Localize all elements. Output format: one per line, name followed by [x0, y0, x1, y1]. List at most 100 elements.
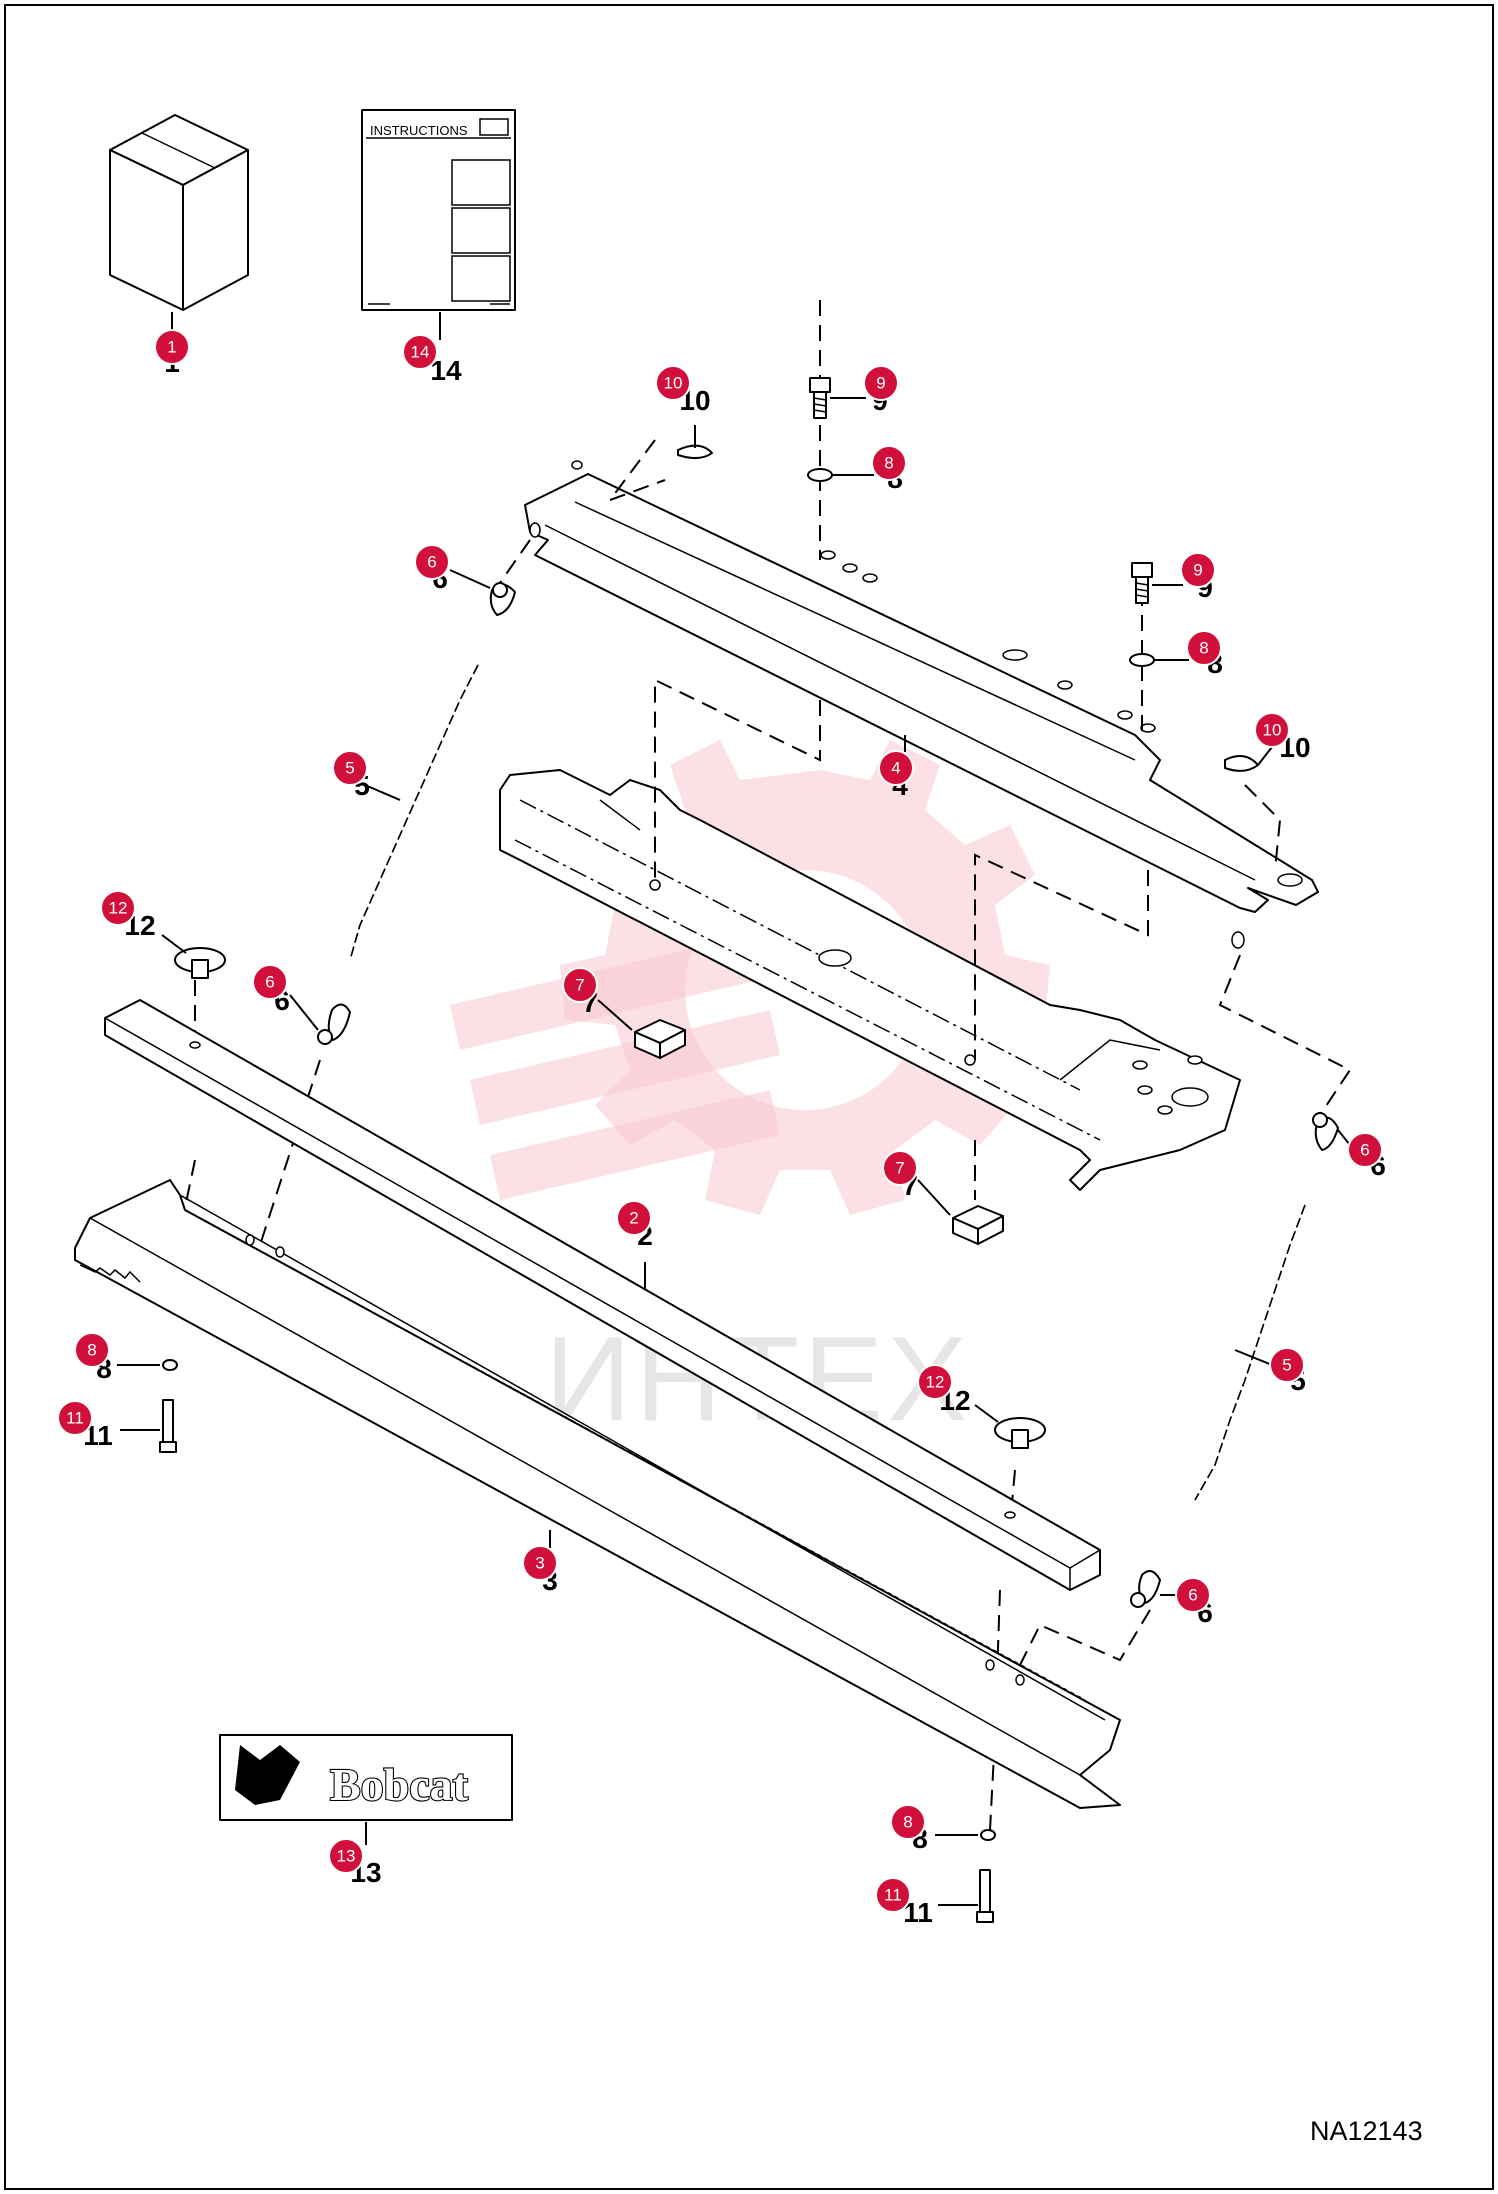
callout-badge-label: 6 — [265, 973, 274, 992]
dash-10b — [1244, 784, 1282, 871]
callout-c4: 44 — [878, 735, 914, 801]
callout-c9b: 99 — [1152, 552, 1216, 603]
callout-badge-label: 4 — [891, 759, 900, 778]
callout-badge: 12 — [917, 1364, 953, 1400]
part-7-nut-a — [634, 1019, 686, 1059]
dash-10a — [607, 439, 666, 503]
callout-c6b: 66 — [252, 964, 319, 1031]
callout-badge: 2 — [616, 1200, 652, 1236]
part-11-bolt-a — [159, 1399, 177, 1453]
callout-badge-label: 7 — [575, 976, 584, 995]
callout-c8d: 88 — [890, 1804, 978, 1854]
part-8-washer-b — [1129, 653, 1155, 667]
dash-12b — [1009, 1469, 1016, 1526]
callout-badge: 6 — [1175, 1577, 1211, 1613]
part-7-nut-b — [952, 1205, 1004, 1245]
part-11-bolt-b — [976, 1869, 994, 1923]
callout-badge-label: 1 — [167, 338, 176, 357]
part-6-shackle-upper-left — [489, 582, 516, 616]
part-2-wear-bar — [104, 999, 1101, 1591]
callout-badge: 9 — [863, 365, 899, 401]
callout-leader — [1234, 1349, 1273, 1366]
callout-c3: 33 — [522, 1530, 558, 1596]
callout-badge: 6 — [414, 544, 450, 580]
callout-badge: 5 — [332, 750, 368, 786]
part-12-knob-b — [994, 1417, 1046, 1449]
callout-leader — [597, 999, 633, 1031]
callout-badge: 7 — [562, 967, 598, 1003]
callout-badge: 6 — [252, 964, 288, 1000]
callout-c6c: 66 — [1337, 1129, 1386, 1181]
logo-text: Bobcat — [330, 1759, 469, 1810]
callout-badge-label: 6 — [1360, 1141, 1369, 1160]
callout-badge: 8 — [890, 1804, 926, 1840]
callout-badge: 14 — [402, 334, 438, 370]
callout-badge-label: 8 — [884, 454, 893, 473]
callout-badge: 9 — [1180, 552, 1216, 588]
callout-badge-label: 8 — [1199, 639, 1208, 658]
callout-badge-label: 10 — [1263, 721, 1282, 740]
callout-badge: 10 — [1254, 712, 1290, 748]
callout-badge: 5 — [1269, 1347, 1305, 1383]
part-9-bolt-a — [809, 377, 831, 419]
callout-badge-label: 11 — [884, 1886, 902, 1905]
callout-badge-label: 8 — [903, 1813, 912, 1832]
callout-leader — [974, 1404, 999, 1423]
callout-badge-label: 14 — [411, 343, 430, 362]
callout-badge-label: 8 — [87, 1341, 96, 1360]
callout-leader — [161, 934, 187, 954]
callout-badge: 11 — [57, 1400, 93, 1436]
part-9-bolt-b — [1131, 562, 1153, 604]
dash-8d — [989, 1589, 1001, 1831]
callout-badge: 10 — [655, 365, 691, 401]
callout-badge: 4 — [878, 750, 914, 786]
callout-badge-label: 3 — [535, 1554, 544, 1573]
dash-4-right — [974, 853, 1149, 1060]
part-8-washer-d — [980, 1829, 996, 1841]
callout-badge-label: 12 — [109, 899, 128, 918]
callout-badge-label: 6 — [1188, 1586, 1197, 1605]
callout-leader — [364, 784, 401, 801]
part-13-logo-decal: Bobcat — [219, 1734, 513, 1821]
callout-badge: 1 — [154, 329, 190, 365]
callout-badge-label: 12 — [926, 1373, 945, 1392]
part-10-pin-a — [677, 444, 713, 459]
callout-badge-label: 5 — [345, 759, 354, 778]
loader-carriage-frame — [499, 769, 1241, 1191]
callout-leader — [449, 569, 491, 589]
callout-badge: 11 — [875, 1877, 911, 1913]
callout-layer: 1114141010998899881010664455121266777722… — [57, 329, 1386, 1928]
callout-c6a: 66 — [414, 544, 491, 594]
part-1-box — [109, 114, 249, 311]
part-6-shackle-upper-right — [1312, 1112, 1339, 1151]
callout-badge: 6 — [1347, 1132, 1383, 1168]
dash-6d — [1019, 1609, 1151, 1666]
callout-badge-label: 7 — [895, 1159, 904, 1178]
callout-badge-label: 9 — [876, 374, 885, 393]
part-6-shackle-lower-left — [317, 1003, 351, 1045]
callout-c2: 22 — [616, 1200, 653, 1290]
callout-badge: 12 — [100, 890, 136, 926]
callout-c5a: 55 — [332, 750, 401, 801]
callout-leader — [1337, 1129, 1351, 1146]
callout-c7b: 77 — [882, 1150, 951, 1216]
callout-badge: 8 — [1186, 630, 1222, 666]
callout-badge-label: 2 — [629, 1209, 638, 1228]
part-4-top-bracket — [524, 460, 1319, 949]
callout-c8c: 88 — [74, 1332, 160, 1384]
part-14-instructions: INSTRUCTIONS — [361, 109, 516, 311]
bobcat-head-icon — [235, 1745, 300, 1805]
callout-c9a: 99 — [830, 365, 899, 416]
instructions-label: INSTRUCTIONS — [370, 123, 468, 138]
callout-badge-label: 9 — [1193, 561, 1202, 580]
callout-leader — [917, 1179, 951, 1216]
dash-6b — [259, 1059, 321, 1246]
callout-c1: 11 — [154, 329, 190, 378]
